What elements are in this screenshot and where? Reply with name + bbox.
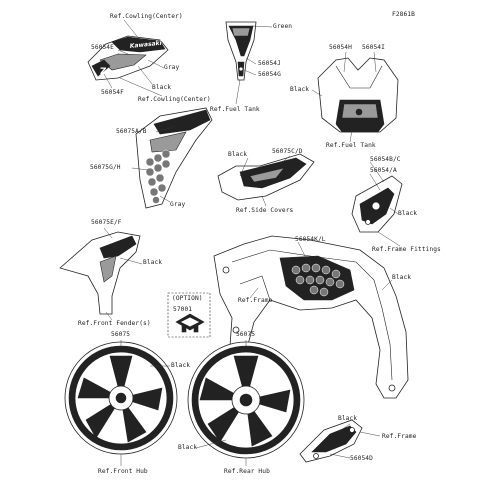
ref-frame-plate: Ref.Frame bbox=[382, 433, 417, 440]
tank-cover-decal bbox=[317, 57, 399, 133]
model-badge: Z bbox=[100, 67, 107, 77]
ref-fuel-tank-left: Ref.Fuel Tank bbox=[210, 106, 260, 113]
part-56075cd: 56075C/D bbox=[272, 148, 303, 155]
rear-wheel-decal bbox=[187, 341, 305, 459]
leader-lines bbox=[103, 19, 401, 466]
black-rear-wheel-label: Black bbox=[178, 444, 198, 451]
gray-shroud-label: Gray bbox=[170, 201, 186, 208]
part-56075gh: 56075G/H bbox=[90, 164, 121, 171]
part-56054bc: 56054B/C bbox=[370, 156, 401, 163]
gray-cowl-label: Gray bbox=[164, 64, 180, 71]
black-sidecover-label: Black bbox=[228, 151, 248, 158]
option-box bbox=[167, 292, 211, 338]
black-front-wheel-label: Black bbox=[171, 362, 191, 369]
part-56075-rear: 56075 bbox=[236, 331, 256, 338]
part-56054g: 56054G bbox=[258, 71, 281, 78]
green-tank-label: Green bbox=[273, 23, 293, 30]
ref-rear-hub: Ref.Rear Hub bbox=[224, 468, 270, 475]
brand-text: Kawasaki bbox=[129, 40, 162, 50]
black-bracket-label: Black bbox=[398, 210, 418, 217]
black-tankcover-label: Black bbox=[290, 86, 310, 93]
part-56075ef: 56075E/F bbox=[91, 219, 122, 226]
black-fender-label: Black bbox=[143, 259, 163, 266]
ref-frame-main: Ref.Frame bbox=[238, 297, 273, 304]
part-56054a: 56054/A bbox=[370, 167, 397, 174]
front-shroud-decal bbox=[135, 107, 213, 209]
figure-id: F2861B bbox=[392, 11, 415, 18]
part-56075ab: 56075A/B bbox=[116, 128, 147, 135]
part-56054e: 56054E bbox=[91, 44, 114, 51]
main-frame-decal bbox=[213, 235, 409, 399]
ref-side-covers: Ref.Side Covers bbox=[236, 207, 294, 214]
cowling-center-decal: Kawasaki Z bbox=[87, 35, 169, 81]
part-56054d: 56054D bbox=[350, 455, 373, 462]
front-wheel-decal bbox=[64, 341, 178, 455]
part-56054h: 56054H bbox=[329, 44, 352, 51]
frame-fitting-decal bbox=[351, 175, 403, 233]
fuel-tank-pad bbox=[225, 21, 257, 81]
ref-front-fender: Ref.Front Fender(s) bbox=[78, 320, 151, 327]
black-frame-label: Black bbox=[392, 274, 412, 281]
frame-honeycomb bbox=[291, 263, 345, 297]
frame-plate-decal bbox=[299, 419, 363, 463]
part-56054kl: 56054K/L bbox=[295, 236, 326, 243]
part-56054f: 56054F bbox=[101, 89, 124, 96]
part-57001: 57001 bbox=[173, 306, 193, 313]
part-56054j: 56054J bbox=[258, 60, 281, 67]
black-plate-label: Black bbox=[338, 415, 358, 422]
part-56054i: 56054I bbox=[362, 44, 385, 51]
ref-cowling-center-top: Ref.Cowling(Center) bbox=[110, 13, 183, 20]
part-56075-front: 56075 bbox=[111, 331, 131, 338]
front-fender-decal bbox=[59, 231, 141, 315]
side-cover-decal bbox=[217, 153, 315, 201]
ref-fuel-tank-right: Ref.Fuel Tank bbox=[326, 142, 376, 149]
honeycomb-pattern bbox=[145, 149, 171, 204]
ref-front-hub: Ref.Front Hub bbox=[98, 468, 148, 475]
black-cowl-label: Black bbox=[152, 84, 172, 91]
option-label: (OPTION) bbox=[172, 295, 203, 302]
ref-cowling-center-bottom: Ref.Cowling(Center) bbox=[138, 96, 211, 103]
ref-frame-fittings: Ref.Frame Fittings bbox=[372, 246, 441, 253]
